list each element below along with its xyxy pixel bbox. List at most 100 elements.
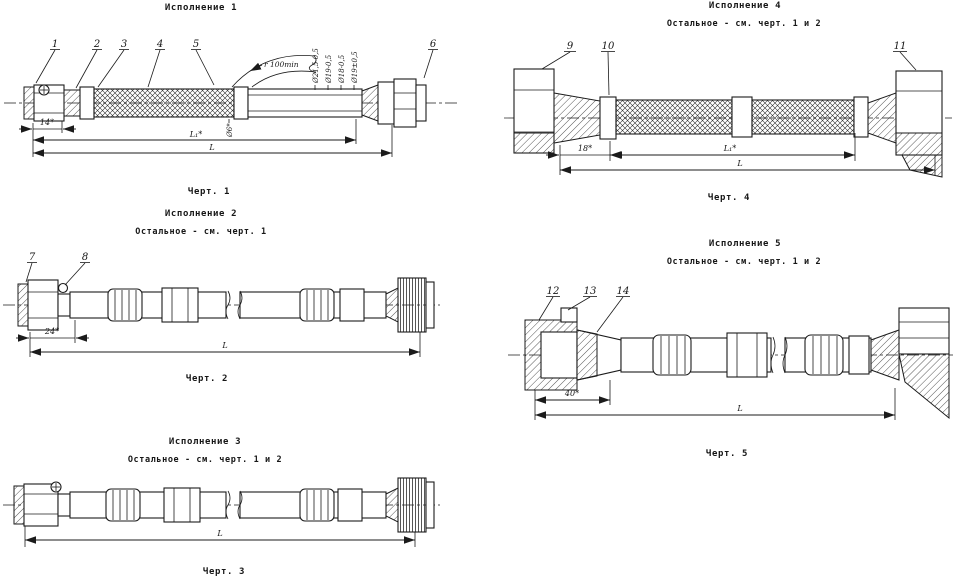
panel5-note: Остальное - см. черт. 1 и 2 — [666, 257, 822, 267]
panel4-note: Остальное - см. черт. 1 и 2 — [666, 19, 822, 29]
svg-text:L: L — [221, 341, 227, 350]
callout-10: 10 — [601, 41, 615, 96]
mid-joint — [731, 96, 753, 138]
hose-assembly-variant2: 7 8 24* L — [3, 252, 440, 357]
svg-text:2: 2 — [93, 39, 100, 50]
right-lower-wedge — [901, 154, 943, 178]
dim-l: L — [25, 529, 415, 544]
right-nut-shoulder — [377, 81, 395, 125]
panel3-note: Остальное - см. черт. 1 и 2 — [127, 455, 283, 465]
svg-text:14*: 14* — [40, 118, 54, 127]
hose-assembly-variant3: L — [3, 477, 440, 547]
dim-l: L — [560, 159, 935, 174]
panel3-drawing: L — [3, 477, 440, 547]
left-nut — [23, 483, 59, 527]
left-adapter — [63, 89, 81, 117]
dia-label-4: Ø19±0,5 — [351, 51, 359, 84]
bend-inner-arc — [251, 70, 317, 88]
bend-outer-arc — [231, 55, 315, 88]
panel4-caption: Черт. 4 — [707, 193, 751, 203]
hose-left-half — [69, 291, 227, 319]
rib-group-1 — [652, 334, 692, 376]
panel4-title: Исполнение 4 — [708, 1, 782, 11]
nipple — [57, 282, 69, 294]
callout-7: 7 — [25, 252, 37, 283]
break-line-right — [782, 336, 788, 374]
svg-text:L: L — [216, 529, 222, 538]
panel5-caption: Черт. 5 — [705, 449, 749, 459]
break-line-left — [225, 290, 231, 320]
right-sleeve — [337, 488, 363, 522]
panel3-caption: Черт. 3 — [202, 567, 246, 577]
dim-24: 24* — [16, 327, 89, 342]
left-hatched-cap — [17, 283, 29, 327]
left-fitting-hatched-cap — [23, 86, 35, 120]
dim-l: L — [30, 341, 420, 356]
panel2-caption: Черт. 2 — [185, 374, 229, 384]
svg-text:12: 12 — [547, 286, 560, 297]
mid-sleeve — [161, 287, 199, 323]
right-sleeve — [848, 335, 870, 375]
break-line-right — [237, 290, 243, 320]
svg-text:5: 5 — [193, 39, 199, 50]
left-ferrule — [599, 96, 617, 140]
left-ferrule — [79, 86, 95, 120]
braided-hose-left — [615, 99, 733, 135]
hose-left-half — [69, 491, 227, 519]
mid-ferrule — [233, 86, 249, 120]
right-adapter — [867, 92, 897, 144]
right-knurled-nut — [397, 477, 427, 533]
dim-l: L — [535, 404, 895, 419]
callout-9: 9 — [541, 41, 576, 70]
flange-top-tab — [560, 307, 578, 323]
left-hatched-cap — [13, 485, 25, 525]
svg-text:13: 13 — [584, 286, 597, 297]
svg-text:L: L — [736, 159, 742, 168]
break-line-left — [770, 336, 776, 374]
callout-11: 11 — [893, 41, 917, 71]
left-collar — [57, 293, 71, 317]
callout-8: 8 — [64, 252, 90, 286]
dia-label-1: Ø21,5-0,5 — [312, 48, 320, 84]
panel1-title: Исполнение 1 — [164, 3, 238, 13]
bore-dia-label: Ø6* — [226, 123, 234, 138]
panel5-title: Исполнение 5 — [708, 239, 782, 249]
panel2-drawing: 7 8 24* L — [3, 252, 440, 357]
svg-text:9: 9 — [567, 41, 574, 52]
right-knurled-nut — [397, 277, 427, 333]
callout-2: 2 — [75, 39, 102, 89]
callout-1: 1 — [35, 39, 60, 84]
callout-6: 6 — [423, 39, 438, 79]
hose-assembly-variant4: 9 10 11 18* — [504, 41, 952, 178]
right-ferrule — [853, 96, 869, 138]
svg-text:14: 14 — [617, 286, 630, 297]
right-nut-hatch — [895, 132, 943, 156]
flange-bore — [540, 331, 578, 379]
right-sleeve — [339, 288, 365, 322]
dim-l1: L₁* — [33, 130, 356, 144]
right-collar — [361, 84, 379, 122]
svg-text:18*: 18* — [578, 144, 592, 153]
left-nut — [27, 279, 59, 331]
dia-label-3: Ø18-0,5 — [338, 54, 346, 84]
hose-assembly-variant5: 12 13 14 40* — [508, 286, 953, 420]
svg-text:L: L — [208, 143, 214, 152]
right-elbow-wedge — [898, 353, 950, 420]
svg-text:11: 11 — [894, 41, 907, 52]
mid-sleeve — [163, 487, 201, 523]
dim-40: 40* — [535, 389, 610, 404]
svg-text:24*: 24* — [44, 327, 59, 336]
callout-5: 5 — [191, 39, 215, 86]
right-collar — [385, 487, 399, 523]
right-hex-nut — [393, 78, 417, 128]
callout-3: 3 — [97, 39, 129, 88]
hose-assembly-variant1: r 100min Ø21,5-0,5 Ø19-0,5 Ø18-0,5 Ø19±0… — [4, 39, 458, 157]
break-line-right — [237, 490, 243, 520]
right-hex-nut — [898, 307, 950, 355]
braided-hose-right — [751, 99, 855, 135]
dim-18: 18* — [546, 144, 624, 159]
svg-text:4: 4 — [156, 39, 163, 50]
dim-l1: L₁* — [610, 144, 855, 159]
braided-hose — [93, 88, 235, 118]
